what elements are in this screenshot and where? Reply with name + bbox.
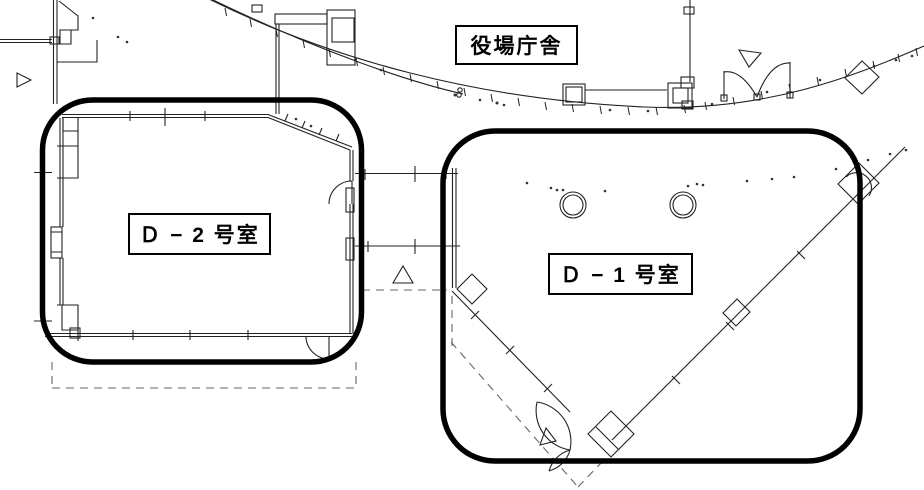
dimension-specks: [91, 16, 914, 193]
direction-arrow-top: [737, 49, 763, 68]
site-linework: [0, 0, 924, 472]
tilted-pier-top-right: [844, 60, 880, 95]
dashed-diagonal-d1: [450, 341, 604, 488]
site-fence-curve: [209, 0, 924, 109]
corridor-triangle-marker: [392, 264, 414, 284]
direction-arrow-bottom: [539, 426, 557, 446]
room-highlights: [39, 97, 863, 464]
room-d1-walls: [451, 146, 906, 472]
room-d2-outline: [39, 97, 365, 365]
label-room-d1: Ｄ − 1 号室: [548, 253, 693, 295]
town-hall-structures: [251, 0, 695, 114]
label-town-hall: 役場庁舎: [455, 25, 578, 65]
room-d2-walls: [45, 108, 355, 360]
door-arc-diagonal: [845, 172, 873, 197]
dashed-boundaries: [51, 289, 604, 488]
dashed-rect-below-d2: [51, 362, 357, 389]
room-d1-outline: [440, 128, 863, 464]
direction-arrow-left: [16, 72, 33, 88]
left-edge-walls: [0, 0, 98, 322]
door-petal-large: [535, 401, 572, 451]
double-door-symbol-top: [720, 62, 794, 102]
label-room-d2: Ｄ − 2 号室: [128, 213, 271, 255]
